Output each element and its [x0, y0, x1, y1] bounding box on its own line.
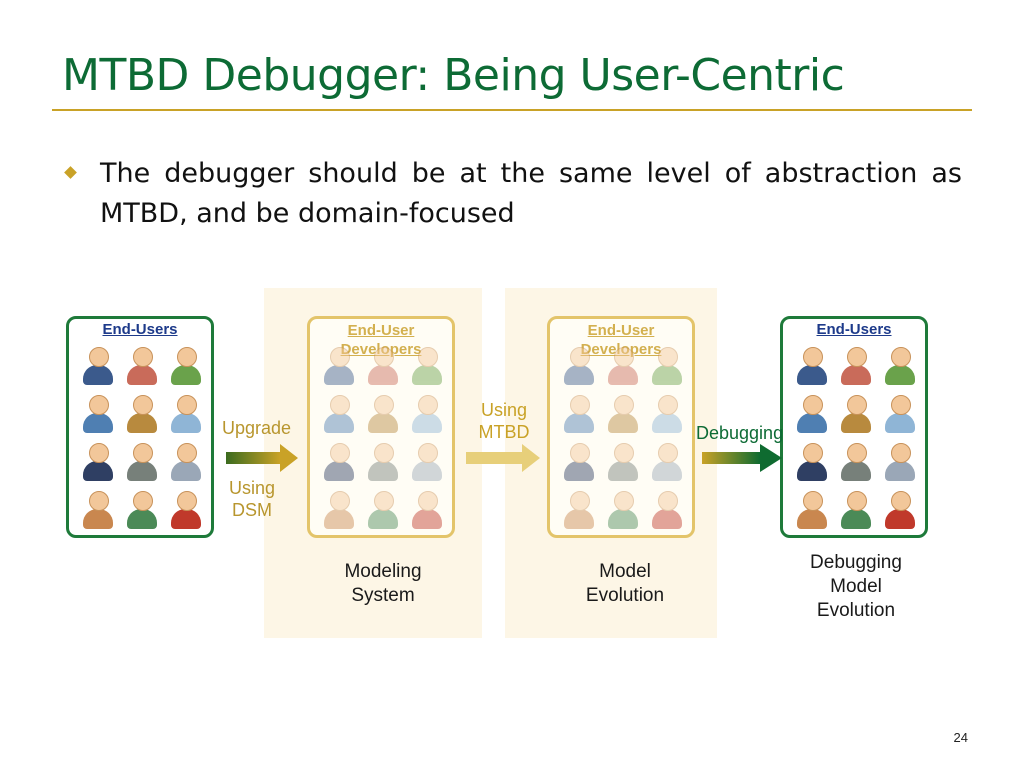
person-icon: [75, 341, 119, 389]
person-icon: [316, 389, 360, 437]
developers-box-evolution: End-User Developers: [547, 316, 695, 538]
using-mtbd-label: Using MTBD: [478, 400, 530, 442]
debugging-label: Debugging: [696, 423, 784, 443]
person-icon: [404, 485, 448, 533]
person-icon: [316, 437, 360, 485]
caption-model-evolution: Model Evolution: [585, 561, 665, 606]
person-icon: [360, 341, 404, 389]
person-icon: [163, 389, 207, 437]
person-icon: [404, 341, 448, 389]
person-icon: [119, 389, 163, 437]
person-icon: [360, 485, 404, 533]
person-icon: [600, 341, 644, 389]
upgrade-label: Upgrade: [222, 418, 292, 438]
person-icon: [556, 389, 600, 437]
person-icon: [877, 437, 921, 485]
person-icon: [644, 485, 688, 533]
bullet-text: The debugger should be at the same level…: [100, 158, 962, 229]
using-dsm-label: Using DSM: [228, 478, 276, 520]
caption-debugging-model-evolution: Debugging Model Evolution: [810, 552, 902, 621]
page-number: 24: [953, 730, 968, 745]
person-icon: [600, 389, 644, 437]
person-icon: [119, 485, 163, 533]
person-icon: [404, 389, 448, 437]
person-icon: [600, 485, 644, 533]
title-divider: [52, 109, 972, 111]
person-icon: [833, 389, 877, 437]
person-icon: [644, 389, 688, 437]
person-icon: [789, 389, 833, 437]
person-icon: [877, 485, 921, 533]
debugging-arrow-icon: [702, 444, 782, 472]
person-icon: [556, 341, 600, 389]
end-users-box-right: End-Users: [780, 316, 928, 538]
end-users-box-left: End-Users: [66, 316, 214, 538]
person-icon: [163, 485, 207, 533]
people-icon-grid: [75, 341, 207, 533]
people-icon-grid: [789, 341, 921, 533]
person-icon: [75, 389, 119, 437]
people-icon-grid: [556, 341, 688, 533]
person-icon: [644, 341, 688, 389]
person-icon: [316, 485, 360, 533]
person-icon: [833, 485, 877, 533]
bullet-diamond-icon: [64, 166, 77, 179]
person-icon: [600, 437, 644, 485]
person-icon: [163, 437, 207, 485]
person-icon: [75, 485, 119, 533]
person-icon: [789, 341, 833, 389]
person-icon: [789, 485, 833, 533]
slide-title: MTBD Debugger: Being User-Centric: [62, 50, 845, 101]
person-icon: [75, 437, 119, 485]
person-icon: [360, 437, 404, 485]
person-icon: [833, 437, 877, 485]
group-label: End-Users: [102, 321, 178, 338]
person-icon: [644, 437, 688, 485]
upgrade-arrow-icon: [226, 444, 298, 472]
person-icon: [163, 341, 207, 389]
person-icon: [556, 437, 600, 485]
group-label: End-Users: [816, 321, 892, 338]
person-icon: [789, 437, 833, 485]
mtbd-arrow-icon: [466, 444, 540, 472]
person-icon: [360, 389, 404, 437]
person-icon: [556, 485, 600, 533]
person-icon: [877, 341, 921, 389]
caption-modeling-system: Modeling System: [344, 561, 422, 606]
person-icon: [119, 341, 163, 389]
person-icon: [404, 437, 448, 485]
person-icon: [119, 437, 163, 485]
people-icon-grid: [316, 341, 448, 533]
person-icon: [833, 341, 877, 389]
developers-box-modeling: End-User Developers: [307, 316, 455, 538]
person-icon: [877, 389, 921, 437]
person-icon: [316, 341, 360, 389]
